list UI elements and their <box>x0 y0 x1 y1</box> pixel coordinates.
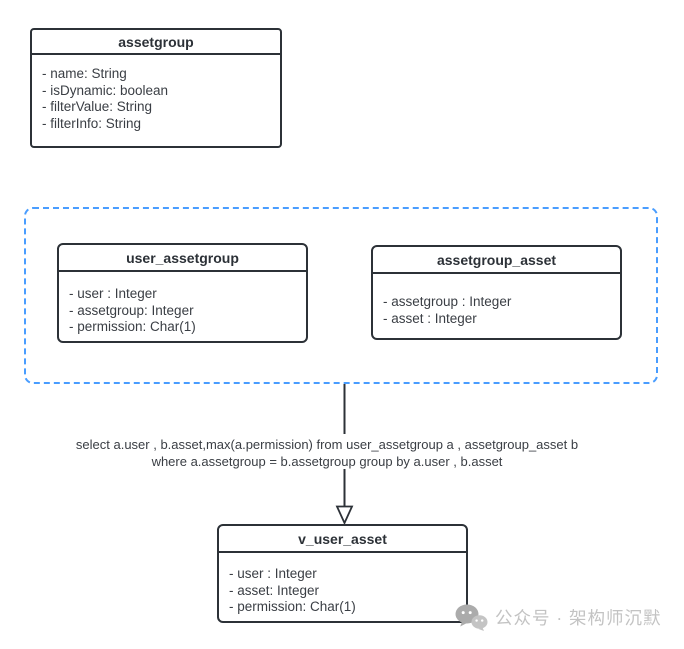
field-assetgroup: - assetgroup : Integer <box>383 294 512 309</box>
watermark-text: 公众号 · 架构师沉默 <box>495 608 662 628</box>
class-fields-v-user-asset: - user : Integer - asset: Integer - perm… <box>219 553 466 616</box>
join-tables-group-outline <box>24 207 658 384</box>
sql-annotation: select a.user , b.asset,max(a.permission… <box>27 436 627 470</box>
class-title-user-assetgroup: user_assetgroup <box>59 245 306 272</box>
class-box-v-user-asset: v_user_asset - user : Integer - asset: I… <box>217 524 468 623</box>
class-title-assetgroup-asset: assetgroup_asset <box>373 247 620 274</box>
watermark: 公众号 · 架构师沉默 <box>455 604 662 631</box>
class-fields-assetgroup-asset: - assetgroup : Integer - asset : Integer <box>373 274 620 327</box>
field-asset: - asset: Integer <box>229 582 320 598</box>
field-user: - user : Integer <box>69 286 157 301</box>
field-user: - user : Integer <box>229 566 317 581</box>
class-title-v-user-asset: v_user_asset <box>219 526 466 553</box>
field-asset: - asset : Integer <box>383 310 477 326</box>
field-permission: - permission: Char(1) <box>229 599 356 614</box>
generalization-arrow-connector <box>335 384 354 525</box>
wechat-icon <box>455 604 488 631</box>
field-isdynamic: - isDynamic: boolean <box>42 82 169 98</box>
sql-annotation-line2: where a.assetgroup = b.assetgroup group … <box>151 454 503 469</box>
field-name: - name: String <box>42 66 127 81</box>
hollow-arrowhead-icon <box>335 505 354 525</box>
class-box-user-assetgroup: user_assetgroup - user : Integer - asset… <box>57 243 308 343</box>
field-filtervalue: - filterValue: String <box>42 99 153 114</box>
sql-annotation-line1: select a.user , b.asset,max(a.permission… <box>75 437 579 452</box>
field-assetgroup: - assetgroup: Integer <box>69 302 194 318</box>
class-title-assetgroup: assetgroup <box>32 30 280 55</box>
field-permission: - permission: Char(1) <box>69 319 196 334</box>
field-filterinfo: - filterInfo: String <box>42 115 142 131</box>
class-fields-user-assetgroup: - user : Integer - assetgroup: Integer -… <box>59 272 306 336</box>
class-box-assetgroup-asset: assetgroup_asset - assetgroup : Integer … <box>371 245 622 340</box>
class-fields-assetgroup: - name: String - isDynamic: boolean - fi… <box>32 55 280 132</box>
class-box-assetgroup: assetgroup - name: String - isDynamic: b… <box>30 28 282 148</box>
